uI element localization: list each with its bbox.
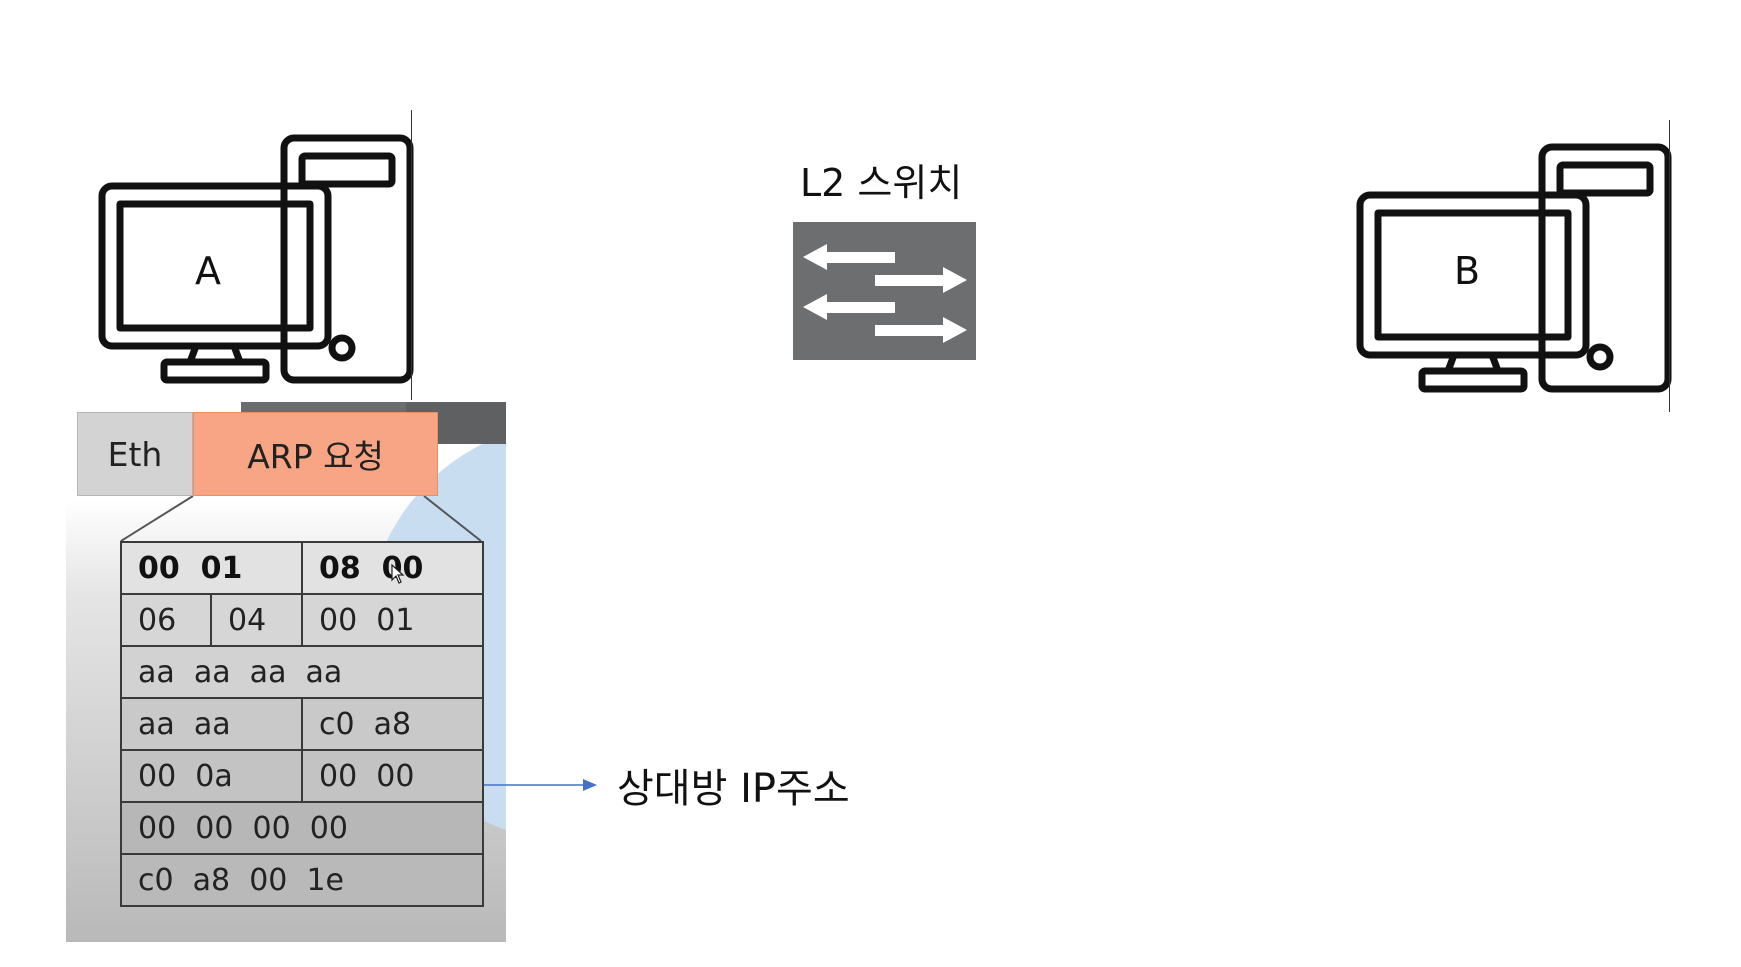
annotation-target-ip: 상대방 IP주소 <box>617 766 850 812</box>
table-row: aa aa aa aa <box>119 645 485 699</box>
background-strip <box>241 402 411 414</box>
arp-header-label: ARP 요청 <box>247 437 384 476</box>
table-cell: aa aa aa aa <box>119 645 485 699</box>
switch-arrows-icon <box>793 222 976 360</box>
table-cell: c0 a8 00 1e <box>119 853 485 907</box>
table-cell: 00 00 00 00 <box>119 801 485 855</box>
switch-label: L2 스위치 <box>800 161 963 205</box>
table-cell: c0 a8 <box>301 697 485 751</box>
divider-line-b <box>1669 120 1670 412</box>
computer-b-icon <box>1356 143 1676 393</box>
table-cell: 00 0a <box>119 749 304 803</box>
table-cell: 00 01 <box>301 593 485 647</box>
arp-request-header: ARP 요청 <box>193 412 438 496</box>
host-a-label: A <box>195 249 221 293</box>
table-cell-target-ip: 00 00 <box>301 749 485 803</box>
table-cell: 08 00 <box>301 541 485 595</box>
table-row: 00 00 00 00 <box>119 801 485 855</box>
mouse-cursor-icon <box>391 564 405 584</box>
table-cell: aa aa <box>119 697 304 751</box>
table-row: aa aa c0 a8 <box>119 697 485 751</box>
table-row: c0 a8 00 1e <box>119 853 485 907</box>
table-row: 06 04 00 01 <box>120 593 485 647</box>
divider-line-a <box>411 110 412 400</box>
table-cell: 04 <box>209 593 304 647</box>
eth-header: Eth <box>77 412 193 496</box>
host-b-label: B <box>1454 249 1481 293</box>
eth-header-label: Eth <box>107 434 163 474</box>
computer-a-icon <box>98 134 418 384</box>
table-row: 00 0a 00 00 <box>119 749 485 803</box>
table-cell: 06 <box>120 593 212 647</box>
table-cell: 00 01 <box>119 541 304 595</box>
table-row: 00 01 08 00 <box>119 541 485 595</box>
arp-packet-table: 00 01 08 00 06 04 00 01 aa aa aa aa aa a… <box>119 541 485 907</box>
